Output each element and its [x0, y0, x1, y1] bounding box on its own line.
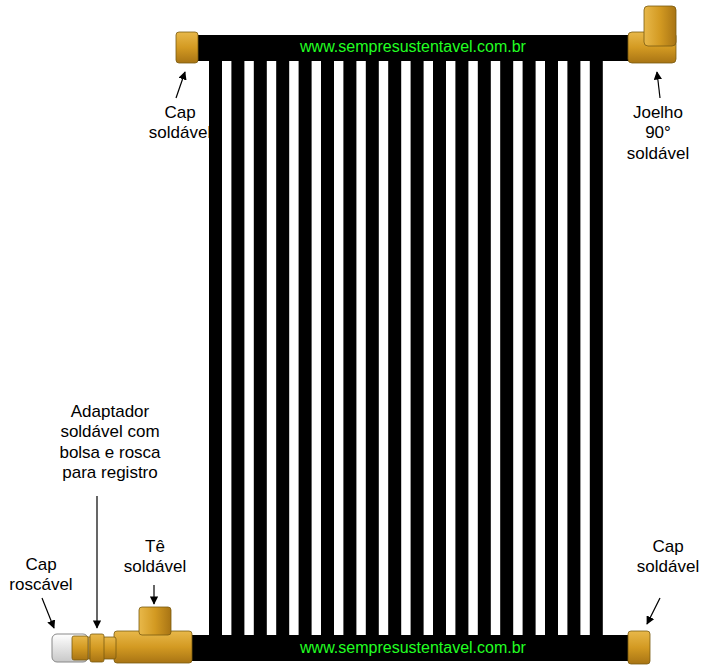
absorber-tube: [321, 58, 334, 638]
part-label: Tê soldável: [117, 537, 193, 578]
part-label: Cap roscável: [3, 555, 79, 596]
absorber-tube: [254, 58, 267, 638]
leader-lines: [42, 72, 660, 628]
absorber-tube: [433, 58, 446, 638]
bottom-header-pipe: [188, 635, 632, 661]
cap-fitting: [628, 631, 650, 664]
absorber-tube: [411, 58, 424, 638]
absorber-tube: [567, 58, 580, 638]
absorber-tube: [478, 58, 491, 638]
tee-fitting: [114, 607, 192, 663]
cap-fitting: [176, 32, 198, 63]
absorber-tube: [388, 58, 401, 638]
absorber-tube: [231, 58, 244, 638]
absorber-tube: [523, 58, 536, 638]
absorber-tubes: [209, 58, 603, 638]
part-label: Adaptador soldável com bolsa e rosca par…: [46, 402, 174, 484]
part-label: Joelho 90° soldável: [623, 103, 693, 164]
absorber-tube: [366, 58, 379, 638]
adapter-fitting: [84, 634, 116, 662]
part-label: Cap soldável: [628, 537, 708, 578]
absorber-tube: [500, 58, 513, 638]
absorber-tube: [276, 58, 289, 638]
threaded-cap: [52, 634, 88, 662]
absorber-tube: [299, 58, 312, 638]
elbow-fitting: [628, 6, 676, 63]
absorber-tube: [343, 58, 356, 638]
top-header-pipe: [195, 35, 632, 61]
part-label: Cap soldável: [140, 103, 220, 144]
watermark: www.sempresustentavel.com.br: [300, 639, 526, 657]
absorber-tube: [590, 58, 603, 638]
watermark: www.sempresustentavel.com.br: [300, 38, 526, 56]
absorber-tube: [209, 58, 222, 638]
absorber-tube: [455, 58, 468, 638]
absorber-tube: [545, 58, 558, 638]
